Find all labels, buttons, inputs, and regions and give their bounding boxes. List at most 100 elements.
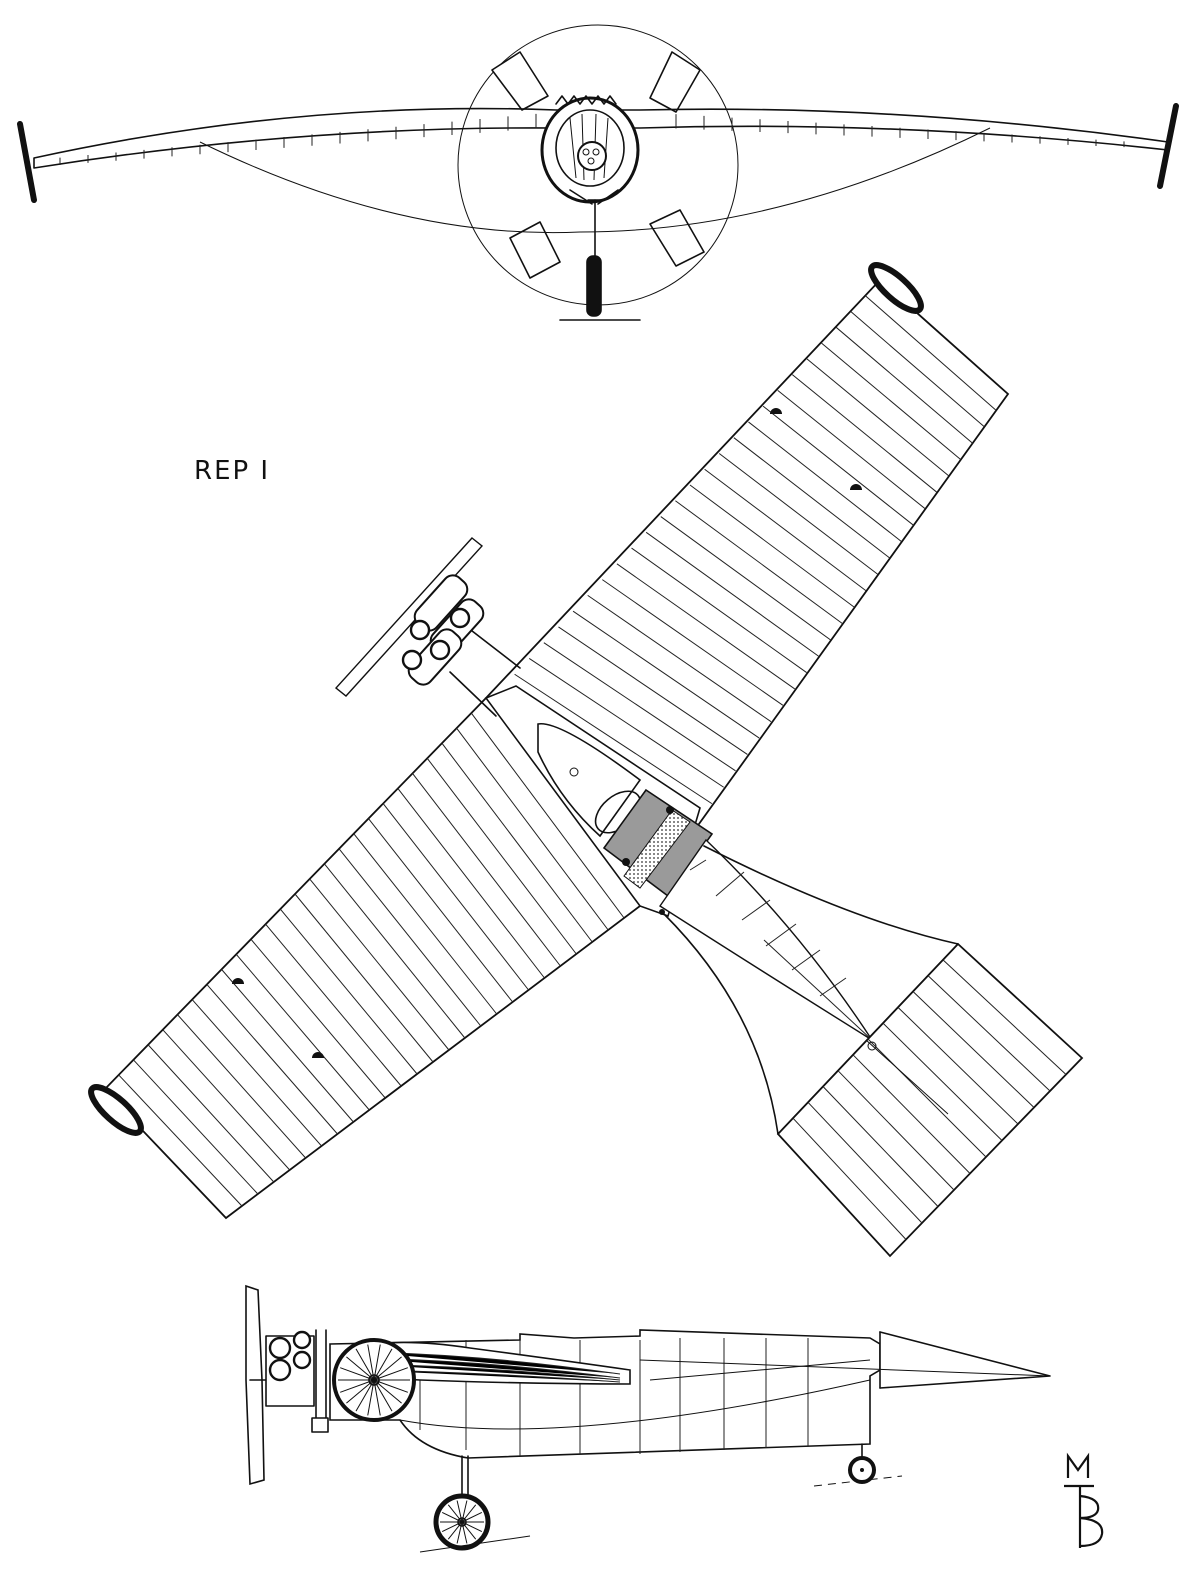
rib-line [206, 984, 338, 1135]
rib-line [340, 1367, 375, 1381]
rib-line [367, 1344, 375, 1381]
rib-line [355, 1379, 375, 1412]
rib-line [265, 923, 402, 1087]
rib-line [382, 803, 529, 991]
front-view [17, 24, 1179, 321]
rib-line [850, 311, 985, 428]
rib-line [447, 1521, 463, 1540]
left-wingtip-wheel [17, 121, 37, 203]
right-wingtip-wheel [1157, 103, 1179, 189]
rib-line [147, 1044, 275, 1183]
rib-line [373, 1379, 381, 1416]
rib-line [882, 1022, 1003, 1141]
rib-line [456, 1500, 463, 1523]
rib-line [235, 953, 370, 1111]
front-undercarriage [559, 189, 641, 321]
rib-line [373, 1379, 402, 1404]
rib-line [221, 969, 354, 1123]
rib-line [133, 1059, 259, 1195]
rib-line [441, 1521, 463, 1532]
rib-line [558, 626, 748, 755]
rib-line [426, 758, 577, 955]
rib-line [346, 1379, 375, 1404]
rib-line [897, 1006, 1019, 1125]
rib-line [912, 991, 1035, 1108]
rib-line [373, 1367, 408, 1381]
rib-line [470, 712, 625, 919]
rib-line [806, 358, 950, 477]
rib-line [162, 1029, 291, 1171]
side-undercarriage [419, 1455, 531, 1553]
plan-engine [334, 537, 521, 717]
rib-line [191, 999, 322, 1147]
plan-view [88, 262, 1084, 1258]
rib-line [279, 908, 418, 1075]
fuselage-nose [537, 723, 642, 838]
rib-line [631, 547, 807, 673]
side-wingtip-wheel [332, 1338, 416, 1422]
rib-line [412, 773, 561, 967]
rib-line [822, 1086, 939, 1207]
left-wingtip-wheel-plan [88, 1084, 144, 1136]
rib-line [461, 1504, 477, 1523]
rib-line [373, 1379, 408, 1393]
rib-line [373, 1379, 393, 1412]
side-engine [265, 1329, 329, 1433]
side-tail [639, 1331, 1051, 1389]
rib-line [461, 1512, 483, 1523]
rib-line [323, 863, 466, 1039]
tailplane-ribs [792, 959, 1067, 1240]
rib-line [645, 531, 819, 657]
rib-line [441, 1512, 463, 1523]
artist-monogram [1064, 1452, 1104, 1548]
rib-line [373, 1348, 393, 1381]
drawing-title: REP I [194, 456, 271, 486]
rib-line [675, 500, 843, 624]
propeller-blades [491, 51, 705, 279]
rib-line [867, 1038, 987, 1158]
rib-line [441, 742, 593, 943]
rib-line [602, 579, 784, 706]
rib-line [807, 1101, 923, 1224]
tank-stripe [623, 809, 691, 889]
rib-line [397, 788, 545, 979]
rib-line [777, 389, 926, 510]
rib-line [461, 1521, 483, 1532]
rib-line [461, 1521, 477, 1540]
rib-line [456, 1521, 463, 1544]
rib-line [373, 1344, 381, 1381]
rib-line [461, 1521, 468, 1544]
rib-line [250, 938, 386, 1099]
rib-line [852, 1054, 971, 1174]
rib-line [762, 405, 914, 526]
front-engine [540, 95, 640, 204]
control-horns [232, 408, 862, 1058]
rib-line [514, 673, 713, 805]
rib-line [704, 468, 867, 592]
right-wingtip-wheel-plan [868, 262, 924, 314]
rib-line [942, 959, 1067, 1075]
rib-line [456, 727, 609, 931]
rib-line [689, 484, 855, 608]
rib-line [865, 295, 997, 411]
rib-line [733, 437, 890, 559]
rib-line [355, 1348, 375, 1381]
rib-line [346, 1356, 375, 1381]
rib-line [927, 975, 1051, 1092]
rib-line [616, 563, 796, 690]
side-propeller [245, 1284, 265, 1486]
rib-line [821, 342, 961, 460]
rib-line [543, 642, 736, 772]
front-bracing-wires [199, 127, 991, 234]
rib-line [718, 453, 878, 575]
front-wing-ribs [59, 113, 1125, 166]
rib-line [837, 1070, 955, 1191]
rib-line [447, 1504, 463, 1523]
rib-line [792, 1117, 907, 1240]
side-tailwheel [813, 1443, 903, 1487]
rib-line [340, 1379, 375, 1393]
rib-line [294, 893, 434, 1063]
rib-line [118, 1074, 243, 1207]
rib-line [748, 421, 902, 542]
